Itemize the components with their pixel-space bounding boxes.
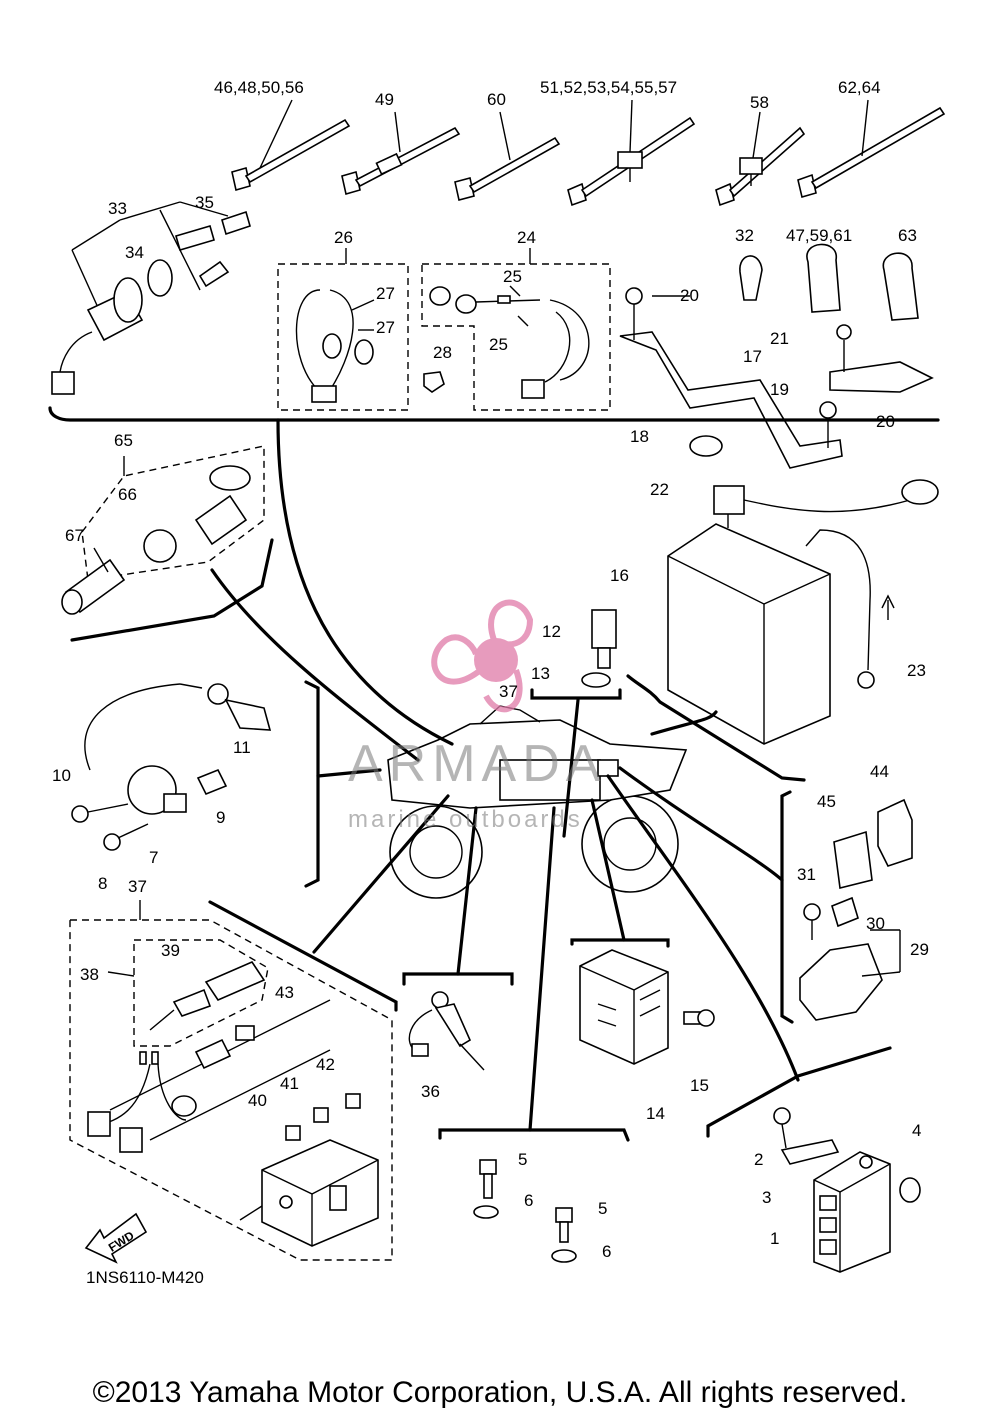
label: 6 — [524, 1191, 533, 1210]
label: 3 — [762, 1188, 771, 1207]
main-switch — [51, 201, 251, 395]
rectifier-regulator — [579, 949, 715, 1065]
label: 20 — [876, 412, 895, 431]
label: 2 — [754, 1150, 763, 1169]
label: 43 — [275, 983, 294, 1002]
label: 60 — [487, 90, 506, 109]
thermo-switch — [581, 609, 617, 688]
battery-bracket — [619, 243, 934, 469]
label: 19 — [770, 380, 789, 399]
label: 42 — [316, 1055, 335, 1074]
label: 26 — [334, 228, 353, 247]
label: 46,48,50,56 — [214, 78, 304, 97]
label: 37 — [499, 682, 518, 701]
label: 12 — [542, 622, 561, 641]
label: 44 — [870, 762, 889, 781]
label: 25 — [489, 335, 508, 354]
cable-tie-46 — [231, 99, 351, 192]
cable-tie-62 — [797, 99, 946, 198]
label: 38 — [80, 965, 99, 984]
watermark-name: ARMADA — [348, 735, 607, 793]
label: 40 — [248, 1091, 267, 1110]
cable-tie-60 — [454, 111, 561, 201]
label: 27 — [376, 318, 395, 337]
battery — [667, 479, 939, 745]
label: 20 — [680, 286, 699, 305]
cdi-unit — [773, 1107, 921, 1273]
label: 32 — [735, 226, 754, 245]
label: 4 — [912, 1121, 921, 1140]
label: 41 — [280, 1074, 299, 1093]
label: 31 — [797, 865, 816, 884]
label: 17 — [743, 347, 762, 366]
cable-tie-58 — [715, 111, 806, 207]
starter-relay-group — [71, 683, 272, 851]
label: 16 — [610, 566, 629, 585]
label: 14 — [646, 1104, 665, 1123]
leader-lines — [48, 406, 940, 1142]
label: 45 — [817, 792, 836, 811]
label: 11 — [233, 738, 251, 757]
label: 25 — [503, 267, 522, 286]
label: 29 — [910, 940, 929, 959]
label: 39 — [161, 941, 180, 960]
label: 30 — [866, 914, 885, 933]
label: 49 — [375, 90, 394, 109]
label: 5 — [518, 1150, 527, 1169]
label: 23 — [907, 661, 926, 680]
callout-labels: 46,48,50,56 49 60 51,52,53,54,55,57 58 6… — [52, 78, 929, 1261]
label: 47,59,61 — [786, 226, 852, 245]
label: 62,64 — [838, 78, 881, 97]
copyright-notice: ©2013 Yamaha Motor Corporation, U.S.A. A… — [92, 1376, 908, 1409]
label: 63 — [898, 226, 917, 245]
atv-illustration — [387, 705, 688, 899]
label: 10 — [52, 766, 71, 785]
label: 5 — [598, 1199, 607, 1218]
label: 66 — [118, 485, 137, 504]
label: 13 — [531, 664, 550, 683]
label: 67 — [65, 526, 84, 545]
bolts-washers — [473, 1159, 577, 1263]
accessory-socket — [61, 445, 265, 615]
label: 9 — [216, 808, 225, 827]
label: 6 — [602, 1242, 611, 1261]
label: 28 — [433, 343, 452, 362]
label: 24 — [517, 228, 536, 247]
label: 21 — [770, 329, 789, 348]
wire-harness-group — [69, 900, 393, 1261]
label: 36 — [421, 1082, 440, 1101]
watermark-subtitle: marine outboards — [348, 806, 583, 833]
sub-lead-26 — [277, 248, 409, 411]
label: 7 — [149, 848, 158, 867]
label: 1 — [770, 1229, 779, 1248]
label: 22 — [650, 480, 669, 499]
relay-group — [799, 798, 913, 1021]
label: 51,52,53,54,55,57 — [540, 78, 677, 97]
label: 65 — [114, 431, 133, 450]
watermark-propeller-icon — [431, 599, 534, 713]
label: 15 — [690, 1076, 709, 1095]
cable-tie-49 — [341, 111, 461, 196]
brake-switch — [408, 991, 485, 1071]
label: 35 — [195, 193, 214, 212]
label: 37 — [128, 877, 147, 896]
sub-lead-24 — [421, 248, 611, 411]
label: 34 — [125, 243, 144, 262]
label: 58 — [750, 93, 769, 112]
fwd-arrow-icon — [84, 1212, 148, 1264]
label: 8 — [98, 874, 107, 893]
label: 27 — [376, 284, 395, 303]
label: 33 — [108, 199, 127, 218]
label: 18 — [630, 427, 649, 446]
drawing-id: 1NS6110-M420 — [86, 1268, 204, 1287]
cable-tie-51 — [567, 99, 696, 207]
